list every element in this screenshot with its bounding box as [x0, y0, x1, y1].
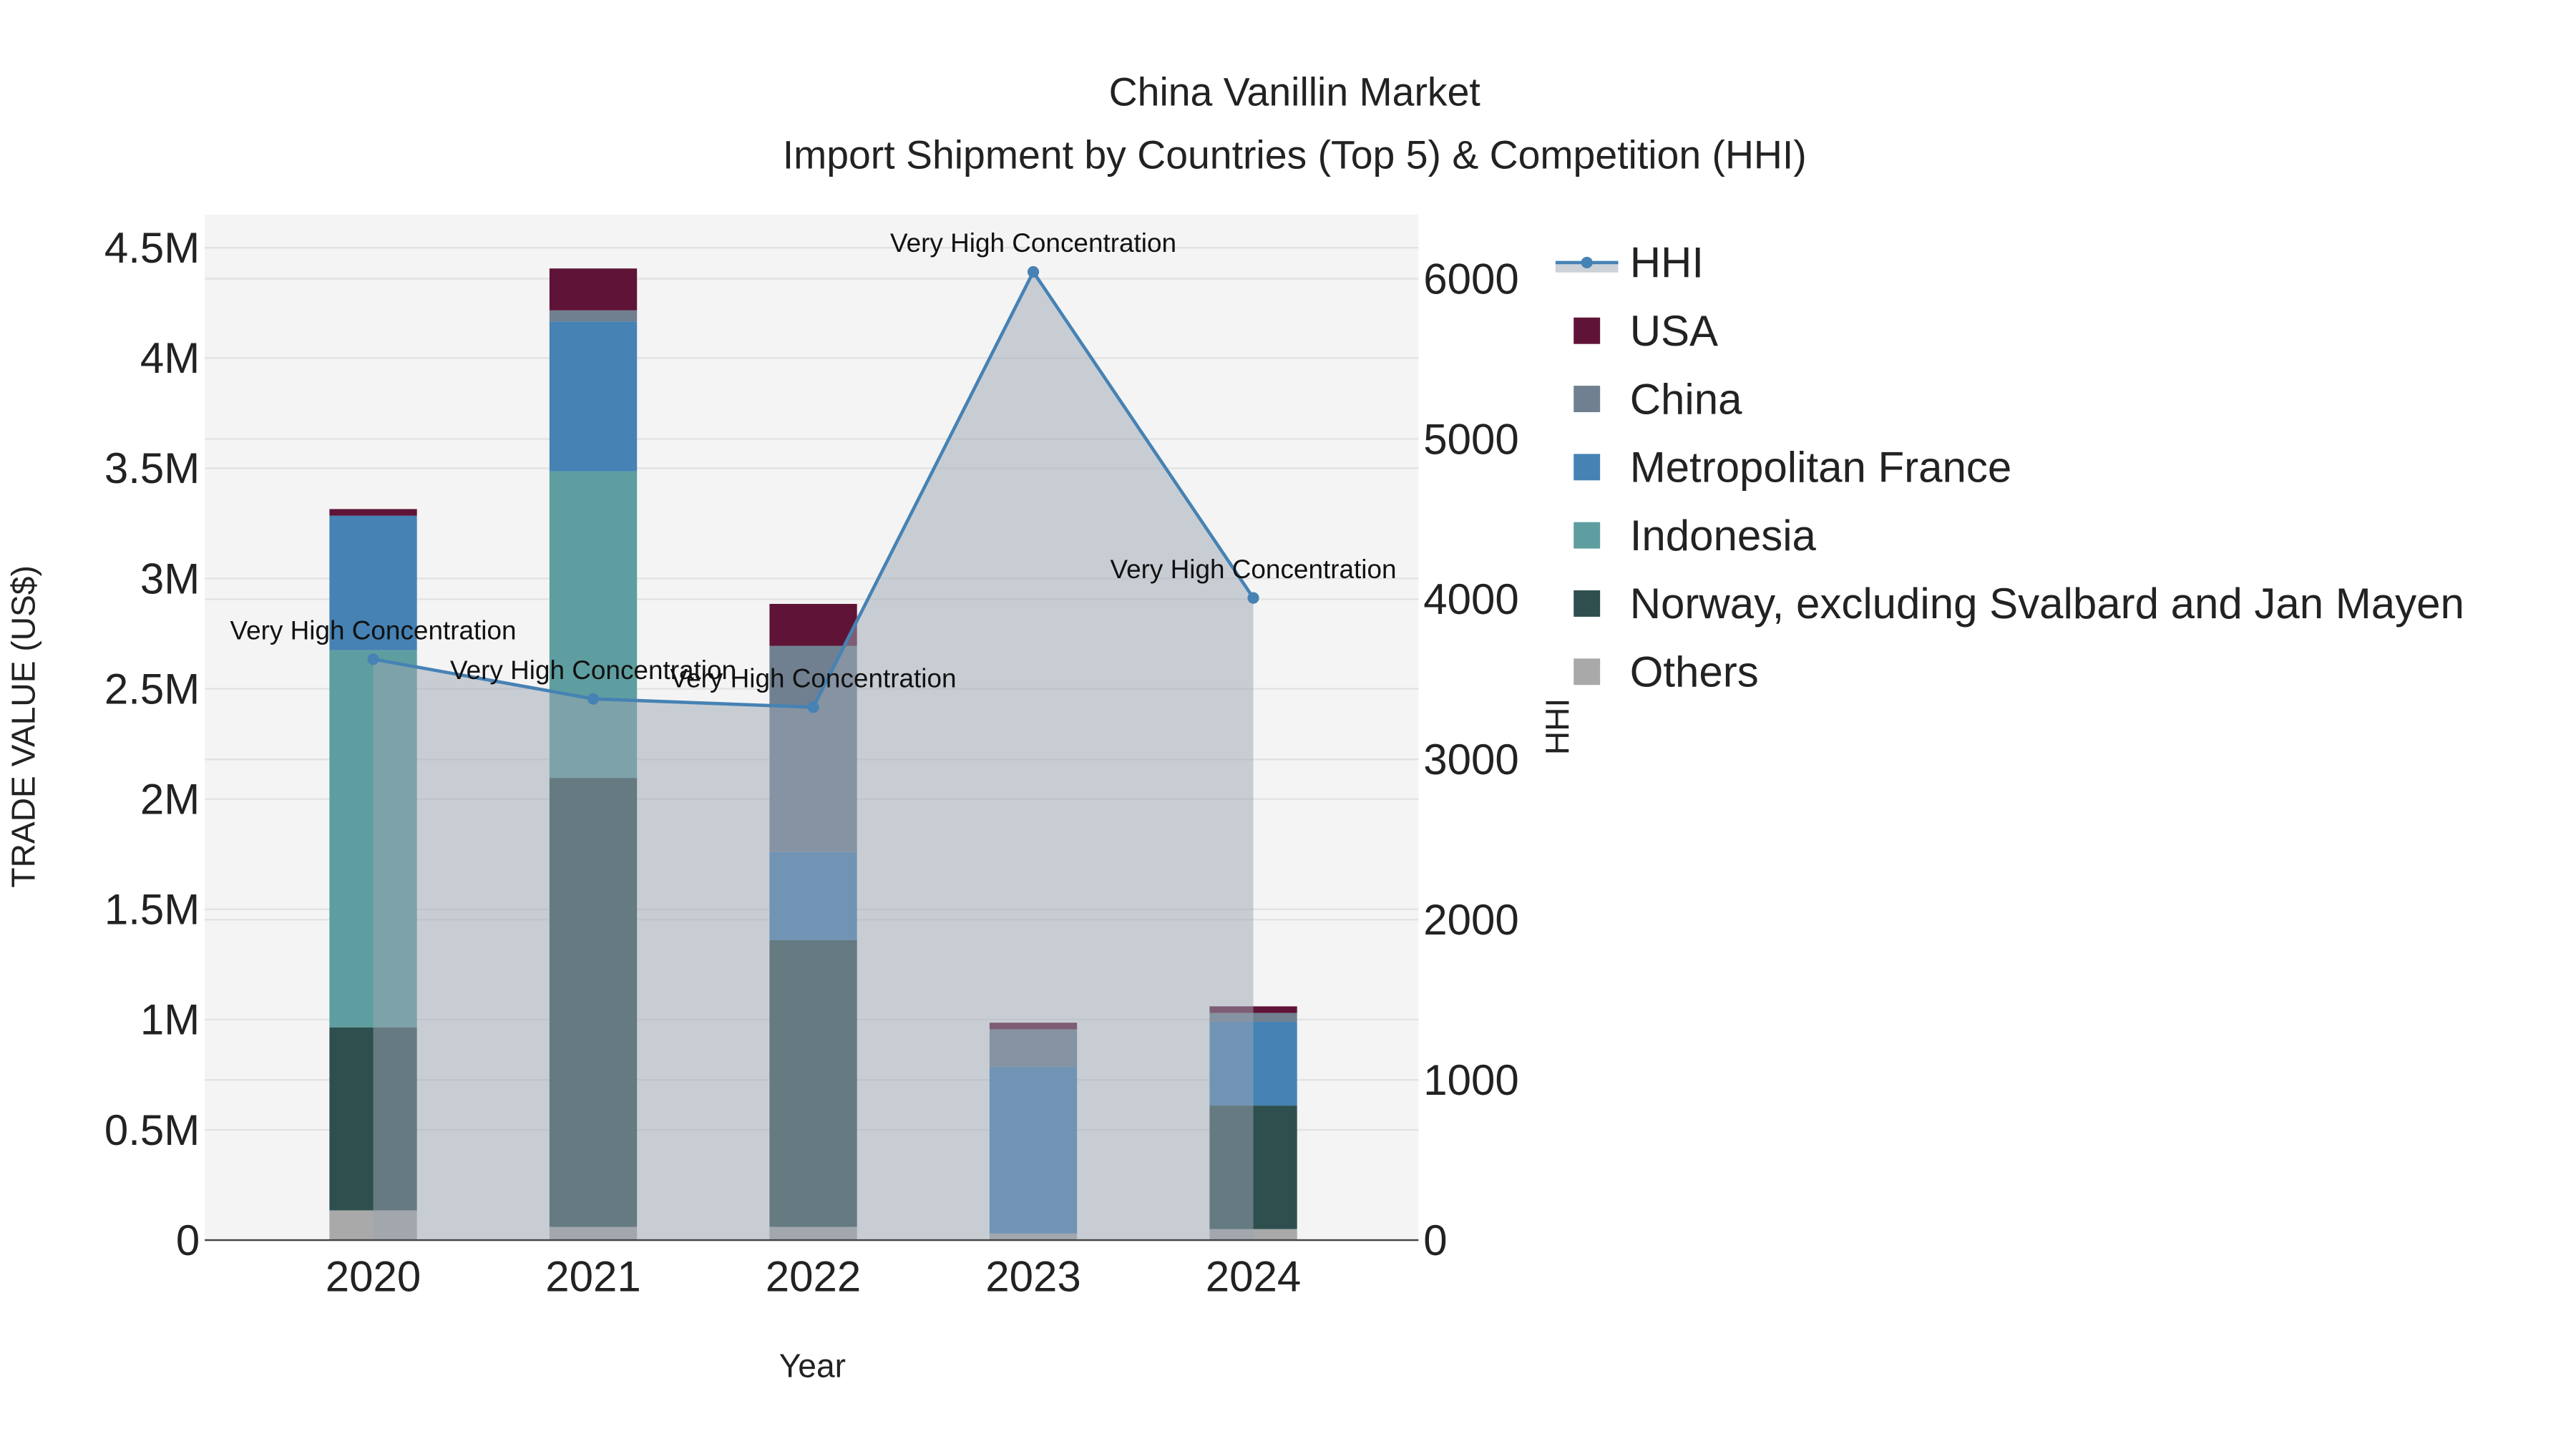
bar-metropolitan-france-2020 [329, 515, 417, 650]
x-tick-label: 2023 [985, 1253, 1080, 1301]
x-tick-label: 2024 [1206, 1253, 1301, 1301]
legend-swatch-hhi-marker [1581, 256, 1593, 268]
hhi-point-2021 [587, 693, 600, 705]
legend-item-hhi[interactable]: HHI [1555, 239, 1704, 287]
legend-swatch [1574, 454, 1601, 481]
y-tick-label: 2M [140, 775, 200, 823]
legend-swatch [1574, 658, 1601, 686]
legend-item-others[interactable]: Others [1574, 648, 1759, 696]
legend-item-norway-excluding-svalbard-and-jan-mayen[interactable]: Norway, excluding Svalbard and Jan Mayen [1574, 580, 2464, 628]
x-axis-title: Year [779, 1347, 846, 1385]
y2-tick-label: 2000 [1423, 896, 1518, 944]
y-tick-label: 2.5M [104, 665, 200, 713]
legend-swatch [1574, 386, 1601, 412]
legend-label: Indonesia [1630, 512, 1817, 560]
y-tick-label: 4.5M [104, 224, 200, 272]
y-tick-label: 1M [140, 996, 200, 1044]
chart-title: China Vanillin Market [1109, 70, 1480, 114]
y2-tick-label: 1000 [1423, 1056, 1518, 1104]
hhi-annotation-2022: Very High Concentration [670, 664, 957, 693]
legend-item-usa[interactable]: USA [1574, 307, 1718, 355]
hhi-annotation-2021: Very High Concentration [450, 655, 736, 685]
legend-swatch [1574, 317, 1601, 344]
y-tick-label: 1.5M [104, 886, 200, 934]
hhi-point-2023 [1027, 265, 1040, 278]
legend-label: China [1630, 375, 1742, 423]
y-tick-label: 0 [176, 1216, 200, 1264]
hhi-point-2024 [1247, 592, 1259, 604]
legend-item-metropolitan-france[interactable]: Metropolitan France [1574, 444, 2011, 492]
legend-swatch [1574, 522, 1601, 549]
hhi-annotation-2023: Very High Concentration [890, 228, 1176, 258]
y-tick-label: 3.5M [104, 444, 200, 492]
chart-subtitle: Import Shipment by Countries (Top 5) & C… [783, 132, 1807, 177]
x-axis-ticks: 2020 2021 2022 2023 2024 [326, 1253, 1301, 1301]
hhi-point-2022 [807, 701, 819, 713]
y2-tick-label: 0 [1423, 1216, 1447, 1264]
legend-label: Metropolitan France [1630, 444, 2012, 492]
legend-item-china[interactable]: China [1574, 375, 1742, 423]
bar-metropolitan-france-2021 [549, 321, 638, 472]
bar-china-2021 [549, 310, 638, 322]
y2-tick-label: 3000 [1423, 736, 1518, 784]
y2-axis-title: HHI [1538, 698, 1576, 755]
legend-label: Norway, excluding Svalbard and Jan Mayen [1630, 580, 2464, 628]
y2-tick-label: 5000 [1423, 415, 1518, 463]
y-axis-title: TRADE VALUE (US$) [4, 565, 42, 887]
x-tick-label: 2021 [545, 1253, 640, 1301]
legend-label: USA [1630, 307, 1718, 355]
bar-usa-2022 [769, 603, 857, 646]
y-tick-label: 0.5M [104, 1106, 200, 1154]
bar-usa-2021 [549, 268, 638, 311]
y-axis-ticks: 0 0.5M 1M 1.5M 2M 2.5M 3M 3.5M 4M 4.5M [104, 224, 200, 1264]
y-tick-label: 4M [140, 334, 200, 382]
y2-tick-label: 4000 [1423, 575, 1518, 623]
y2-axis-ticks: 0 1000 2000 3000 4000 5000 6000 [1423, 255, 1518, 1264]
legend-item-indonesia[interactable]: Indonesia [1574, 512, 1817, 560]
x-tick-label: 2020 [326, 1253, 421, 1301]
x-tick-label: 2022 [766, 1253, 861, 1301]
legend-label: Others [1630, 648, 1759, 696]
legend-swatch [1574, 590, 1601, 617]
hhi-area [373, 271, 1254, 1241]
y2-tick-label: 6000 [1423, 255, 1518, 303]
hhi-point-2020 [367, 653, 379, 665]
legend-label: HHI [1630, 239, 1704, 287]
hhi-annotation-2020: Very High Concentration [230, 615, 517, 645]
bar-usa-2020 [329, 509, 417, 516]
y-tick-label: 3M [140, 555, 200, 602]
hhi-annotation-2024: Very High Concentration [1111, 555, 1397, 584]
